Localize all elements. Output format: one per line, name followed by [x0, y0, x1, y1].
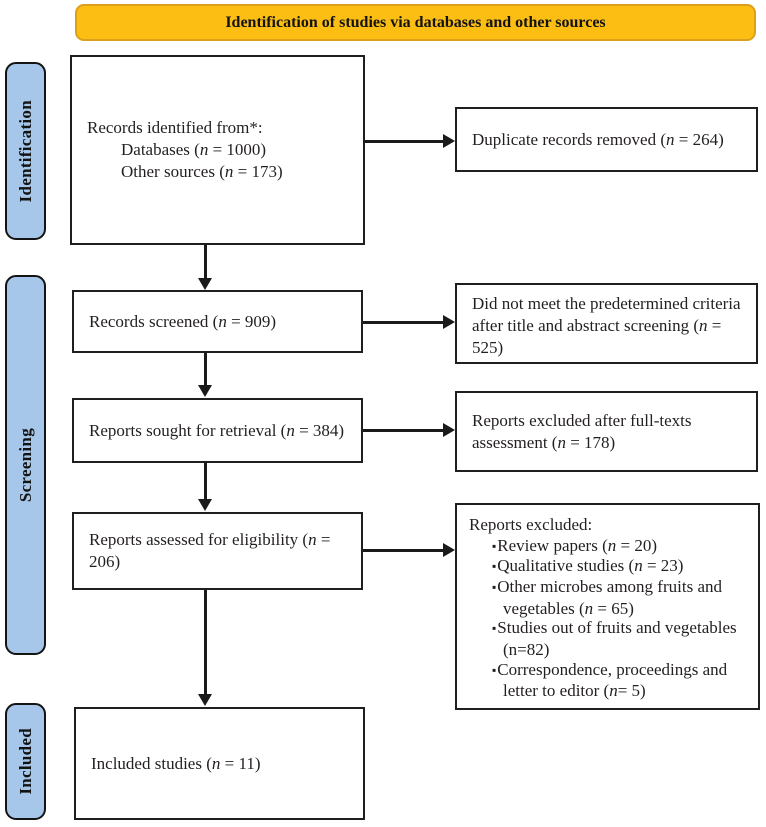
- text-line: Records identified from*:: [87, 117, 353, 139]
- n-variable: n: [286, 420, 295, 440]
- text-segment: = 1000): [208, 140, 267, 160]
- text-segment: = 264): [674, 129, 724, 149]
- text-segment: = 65): [593, 598, 634, 618]
- text-line: ▪Review papers (n = 20): [469, 535, 748, 556]
- text-line: ▪Studies out of fruits and vegetables (n…: [469, 617, 748, 660]
- arrow-sought-to-fulltext-excluded: [363, 429, 444, 432]
- n-variable: n: [308, 530, 317, 550]
- text-segment: Did not meet the predetermined criteria …: [472, 294, 741, 335]
- text-segment: Review papers (: [497, 535, 608, 555]
- n-variable: n: [218, 311, 227, 331]
- text-segment: Reports sought for retrieval (: [89, 420, 287, 440]
- n-variable: n: [584, 598, 594, 618]
- n-variable: n: [609, 681, 618, 701]
- text-segment: = 173): [233, 161, 283, 181]
- banner: Identification of studies via databases …: [75, 4, 756, 41]
- text-line: Other sources (n = 173): [87, 161, 353, 183]
- text-line: Duplicate records removed (n = 264): [472, 129, 746, 151]
- box-title-abstract-excluded: Did not meet the predetermined criteria …: [455, 283, 758, 364]
- text-line: Reports excluded after full-texts assess…: [472, 410, 746, 454]
- text-line: ▪Other microbes among fruits and vegetab…: [469, 576, 748, 618]
- text-segment: = 20): [616, 535, 657, 555]
- text-segment: = 5): [617, 681, 646, 701]
- box-records-screened: Records screened (n = 909): [72, 290, 363, 353]
- text-line: Included studies (n = 11): [91, 753, 353, 775]
- n-variable: n: [211, 753, 221, 773]
- text-line: Databases (n = 1000): [87, 139, 353, 161]
- n-variable: n: [557, 432, 566, 452]
- text-segment: = 178): [565, 432, 616, 452]
- box-reports-excluded-reasons: Reports excluded:▪Review papers (n = 20)…: [455, 503, 760, 710]
- text-line: ▪Qualitative studies (n = 23): [469, 555, 748, 576]
- arrow-identified-to-screened: [204, 245, 207, 279]
- text-segment: = 206): [89, 530, 331, 571]
- arrow-assessed-to-reports-excluded: [363, 549, 444, 552]
- text-line: Records screened (n = 909): [89, 311, 351, 333]
- text-segment: Databases (: [121, 140, 200, 160]
- box-records-identified: Records identified from*:Databases (n = …: [70, 55, 365, 245]
- n-variable: n: [224, 161, 234, 181]
- text-segment: Duplicate records removed (: [472, 129, 666, 149]
- n-variable: n: [699, 315, 708, 335]
- text-line: Reports excluded:: [469, 514, 748, 535]
- text-segment: Reports excluded after full-texts assess…: [472, 410, 692, 452]
- n-variable: n: [607, 535, 617, 555]
- text-segment: Other microbes among fruits and vegetabl…: [497, 577, 722, 618]
- text-segment: Included studies (: [91, 753, 212, 773]
- square-bullet-icon: ▪: [492, 662, 498, 677]
- box-fulltext-excluded: Reports excluded after full-texts assess…: [455, 391, 758, 472]
- text-segment: Reports assessed for eligibility (: [89, 530, 309, 550]
- text-segment: Studies out of fruits and vegetables (n=…: [497, 618, 737, 660]
- text-segment: = 909): [226, 311, 277, 331]
- text-line: ▪Correspondence, proceedings and letter …: [469, 659, 748, 701]
- n-variable: n: [666, 129, 675, 149]
- arrow-assessed-to-included: [204, 590, 207, 695]
- arrow-sought-to-assessed: [204, 463, 207, 500]
- arrow-screened-to-sought: [204, 353, 207, 386]
- box-reports-assessed-for-eligibility: Reports assessed for eligibility (n = 20…: [72, 512, 363, 590]
- square-bullet-icon: ▪: [492, 621, 498, 636]
- stage-label-screening: Screening: [5, 275, 46, 655]
- square-bullet-icon: ▪: [492, 559, 498, 574]
- box-reports-sought-for-retrieval: Reports sought for retrieval (n = 384): [72, 398, 363, 463]
- arrow-screened-to-title-abstract-excluded: [363, 321, 444, 324]
- stage-label-identification: Identification: [5, 62, 46, 240]
- text-segment: Records identified from*:: [87, 118, 263, 138]
- text-segment: = 23): [642, 556, 684, 576]
- text-line: Did not meet the predetermined criteria …: [472, 293, 746, 357]
- text-segment: Qualitative studies (: [497, 556, 635, 576]
- text-segment: = 384): [294, 420, 345, 440]
- box-duplicate-records-removed: Duplicate records removed (n = 264): [455, 107, 758, 172]
- text-line: Reports assessed for eligibility (n = 20…: [89, 529, 351, 573]
- text-line: Reports sought for retrieval (n = 384): [89, 420, 351, 442]
- n-variable: n: [199, 140, 209, 160]
- text-segment: = 11): [220, 753, 261, 773]
- text-segment: Correspondence, proceedings and letter t…: [497, 659, 728, 701]
- banner-title: Identification of studies via databases …: [225, 13, 606, 31]
- text-segment: Reports excluded:: [469, 515, 593, 534]
- text-segment: = 525): [472, 315, 722, 357]
- text-segment: Records screened (: [89, 311, 219, 331]
- stage-label-included-text: Included: [15, 728, 35, 795]
- box-included-studies: Included studies (n = 11): [74, 707, 365, 820]
- square-bullet-icon: ▪: [492, 580, 498, 595]
- stage-label-included: Included: [5, 703, 46, 820]
- n-variable: n: [634, 556, 643, 576]
- text-segment: Other sources (: [121, 161, 225, 181]
- stage-label-screening-text: Screening: [15, 427, 35, 503]
- square-bullet-icon: ▪: [492, 538, 498, 553]
- arrow-identified-to-duplicates: [365, 140, 444, 143]
- stage-label-identification-text: Identification: [15, 99, 35, 203]
